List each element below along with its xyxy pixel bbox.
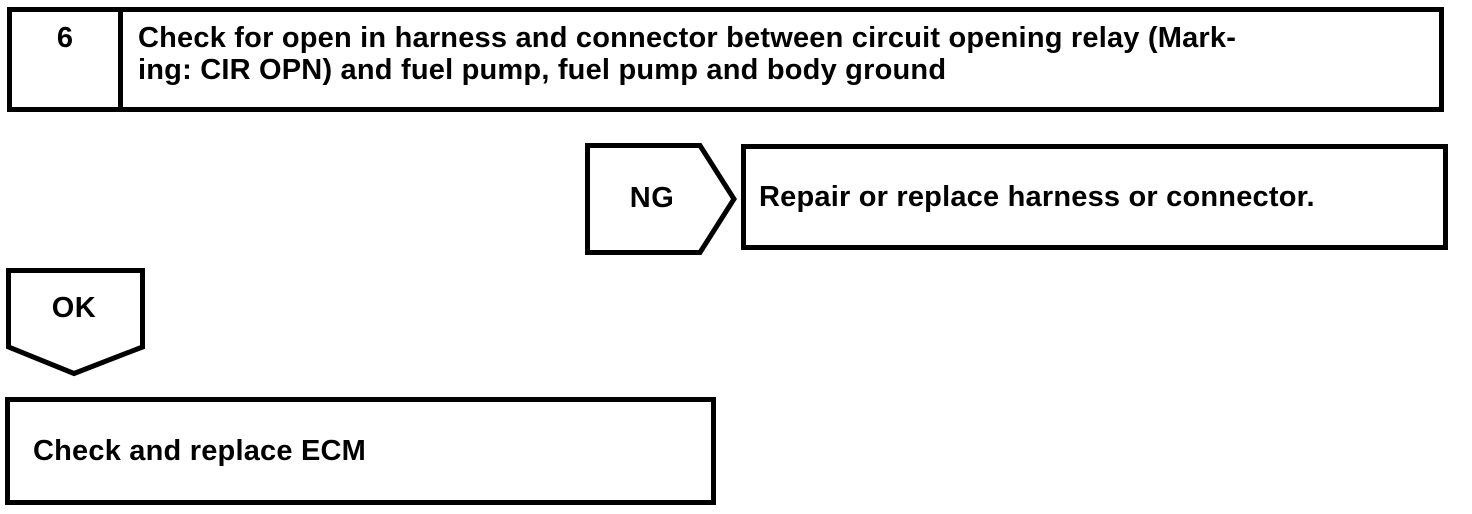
ng-connector: NG bbox=[585, 143, 737, 255]
ok-connector: OK bbox=[6, 268, 146, 378]
ok-result-text: Check and replace ECM bbox=[33, 434, 366, 467]
step-number-cell: 6 bbox=[12, 12, 123, 107]
ok-arrow-shape bbox=[6, 268, 145, 377]
ng-result-text: Repair or replace harness or connector. bbox=[759, 180, 1315, 213]
step-box: 6 Check for open in harness and connecto… bbox=[7, 7, 1444, 112]
step-instruction-line1: Check for open in harness and connector … bbox=[138, 22, 1237, 54]
ng-arrow-shape bbox=[585, 143, 737, 255]
ok-label: OK bbox=[51, 292, 97, 324]
step-number: 6 bbox=[56, 22, 74, 54]
ok-result-box: Check and replace ECM bbox=[5, 397, 716, 505]
step-instruction-line2: ing: CIR OPN) and fuel pump, fuel pump a… bbox=[138, 54, 947, 86]
step-instruction: Check for open in harness and connector … bbox=[123, 12, 1439, 107]
ng-result-box: Repair or replace harness or connector. bbox=[741, 144, 1448, 250]
ng-label: NG bbox=[629, 181, 675, 214]
